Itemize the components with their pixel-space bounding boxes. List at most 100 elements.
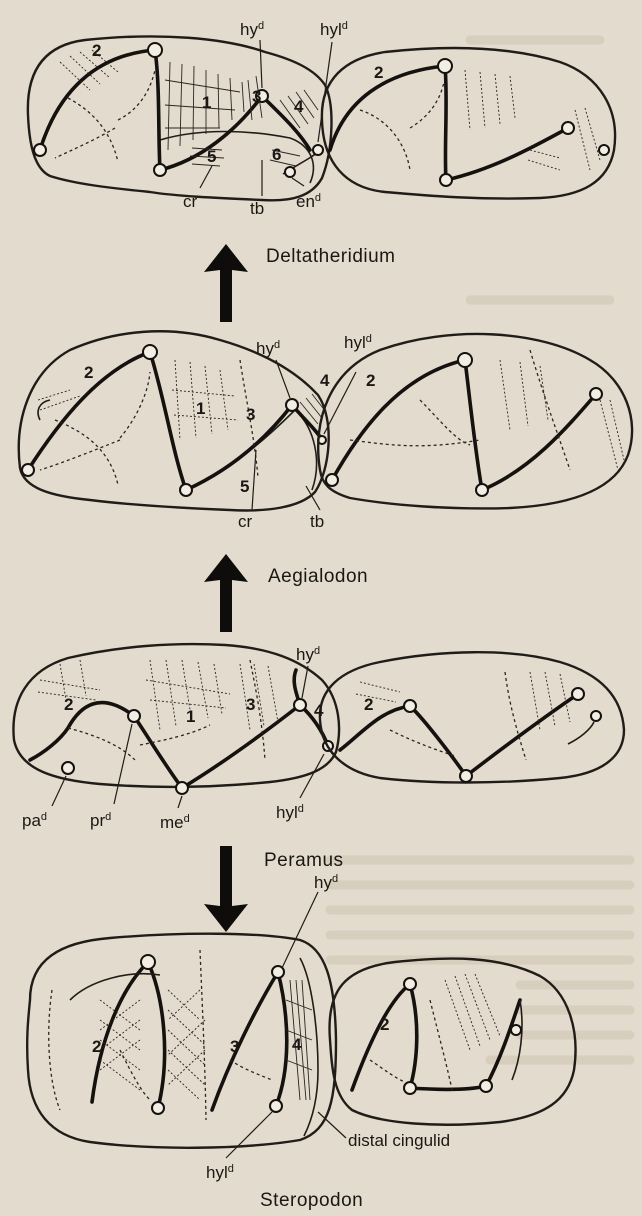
aegialodon-facet-number: 5 <box>240 477 249 496</box>
deltatheridium-next-tooth-dashed <box>360 82 444 170</box>
deltatheridium-protoconid-cusp <box>148 43 162 57</box>
deltatheridium-facet-number: 3 <box>252 87 261 106</box>
deltatheridium-dashed-trigonid <box>55 70 155 162</box>
peramus-metaconid-cusp <box>176 782 188 794</box>
aegialodon-mesial-outline <box>38 400 50 420</box>
aegialodon-next-tooth-hatch <box>500 360 624 470</box>
peramus-paraconid-cusp <box>62 762 74 774</box>
deltatheridium-next-rear-cusp <box>599 145 609 155</box>
peramus-next-hypoconid-cusp <box>572 688 584 700</box>
aegialodon-cr-leader <box>252 450 256 510</box>
deltatheridium-next-metaconid-cusp <box>440 174 452 186</box>
deltatheridium-label-end: end <box>296 192 321 211</box>
deltatheridium-facet-number: 5 <box>207 147 216 166</box>
deltatheridium-hypoconulid-cusp <box>313 145 323 155</box>
aegialodon-facet-number: 3 <box>246 405 255 424</box>
deltatheridium-label-cr: cr <box>183 192 198 211</box>
peramus-facet-number: 4 <box>314 701 324 720</box>
steropodon-label-hyld: hyld <box>206 1163 234 1182</box>
peramus-protoconid-cusp <box>128 710 140 722</box>
aegialodon-label-hyld: hyld <box>344 333 372 352</box>
steropodon-facet-number: 3 <box>230 1037 239 1056</box>
steropodon-cusp <box>152 1102 164 1114</box>
steropodon-next-tooth-outline <box>329 959 575 1125</box>
steropodon-hyd-leader <box>282 892 318 968</box>
deltatheridium-title: Deltatheridium <box>266 246 396 267</box>
deltatheridium-next-tooth-crest <box>330 66 568 180</box>
aegialodon-next-hypoconid-cusp <box>590 388 602 400</box>
steropodon-main-tooth-outline <box>27 934 336 1148</box>
steropodon-cusp <box>270 1100 282 1112</box>
steropodon-next-tooth-hatch <box>445 974 500 1050</box>
panel-aegialodon: 2 1 3 4 5 2 hyd hyld cr tb Aegialodon <box>19 331 632 587</box>
steropodon-facet-number: 2 <box>380 1015 389 1034</box>
deltatheridium-facet-number: 6 <box>272 145 281 164</box>
steropodon-next-cusp <box>511 1025 521 1035</box>
peramus-next-tooth-distal <box>568 722 594 744</box>
aegialodon-title: Aegialodon <box>268 566 368 587</box>
peramus-next-protoconid-cusp <box>404 700 416 712</box>
peramus-next-tooth-outline <box>320 652 624 782</box>
steropodon-label-hyd: hyd <box>314 873 338 892</box>
aegialodon-facet-number: 2 <box>84 363 93 382</box>
deltatheridium-facet-number: 1 <box>202 93 211 112</box>
peramus-label-med: med <box>160 813 190 832</box>
steropodon-crosshatch-center <box>168 990 205 1100</box>
deltatheridium-trigonid-crest <box>40 50 160 170</box>
steropodon-cusp <box>141 955 155 969</box>
aegialodon-hypoconid-cusp <box>286 399 298 411</box>
aegialodon-facet-number: 2 <box>366 371 375 390</box>
peramus-facet-number: 1 <box>186 707 195 726</box>
aegialodon-label-hyd: hyd <box>256 339 280 358</box>
panel-deltatheridium: 2 1 3 4 5 6 2 hyd hyld cr tb end Deltath… <box>28 20 615 267</box>
steropodon-next-cusp <box>404 978 416 990</box>
steropodon-next-cusp <box>404 1082 416 1094</box>
aegialodon-next-metaconid-cusp <box>476 484 488 496</box>
peramus-dashed <box>68 660 265 760</box>
peramus-prd-leader <box>114 724 132 804</box>
deltatheridium-next-hypoconid-cusp <box>562 122 574 134</box>
aegialodon-facet-number: 4 <box>320 371 330 390</box>
steropodon-title: Steropodon <box>260 1190 363 1211</box>
deltatheridium-facet-number: 2 <box>92 41 101 60</box>
deltatheridium-paraconid-cusp <box>34 144 46 156</box>
peramus-title: Peramus <box>264 850 344 871</box>
panel-peramus: 2 1 3 4 2 hyd pad prd med hyld Peramus <box>13 644 624 871</box>
aegialodon-label-cr: cr <box>238 512 253 531</box>
steropodon-hyld-leader <box>226 1112 272 1158</box>
steropodon-mesial-curve <box>70 974 160 1000</box>
deltatheridium-cr-leader <box>200 166 212 188</box>
aegialodon-next-protoconid-cusp <box>458 353 472 367</box>
deltatheridium-hyld-leader <box>318 42 332 142</box>
steropodon-second-v-crest <box>212 972 287 1110</box>
arrow-peramus-to-steropodon <box>204 846 248 932</box>
deltatheridium-hyd-leader <box>260 40 262 88</box>
deltatheridium-facet-2-hatch <box>60 50 118 90</box>
steropodon-facet-number: 4 <box>292 1035 302 1054</box>
arrow-aegialodon-to-deltatheridium <box>204 244 248 322</box>
deltatheridium-label-hyld: hyld <box>320 20 348 39</box>
panel-steropodon: 2 3 4 2 hyd distal cingulid hyld Steropo… <box>27 873 575 1211</box>
deltatheridium-label-hyd: hyd <box>240 20 264 39</box>
deltatheridium-facet-number: 4 <box>294 97 304 116</box>
aegialodon-protoconid-cusp <box>143 345 157 359</box>
peramus-label-pad: pad <box>22 811 47 830</box>
peramus-med-leader <box>178 796 182 808</box>
deltatheridium-facet-number: 2 <box>374 63 383 82</box>
deltatheridium-next-tooth-hatch <box>465 70 600 170</box>
peramus-hypoconid-cusp <box>294 699 306 711</box>
steropodon-label-distal-cingulid: distal cingulid <box>348 1131 450 1150</box>
aegialodon-next-tooth-outline <box>318 334 632 508</box>
peramus-label-hyd: hyd <box>296 645 320 664</box>
aegialodon-next-paraconid-cusp <box>326 474 338 486</box>
deltatheridium-entoconid-cusp <box>285 167 295 177</box>
arrow-peramus-to-aegialodon <box>204 554 248 632</box>
peramus-hyd-leader <box>302 666 308 698</box>
aegialodon-trigonid-crest <box>28 352 186 490</box>
peramus-facet-number: 2 <box>364 695 373 714</box>
deltatheridium-end-leader <box>292 178 304 186</box>
peramus-next-metaconid-cusp <box>460 770 472 782</box>
aegialodon-facet-number: 1 <box>196 399 205 418</box>
peramus-next-rear-cusp <box>591 711 601 721</box>
